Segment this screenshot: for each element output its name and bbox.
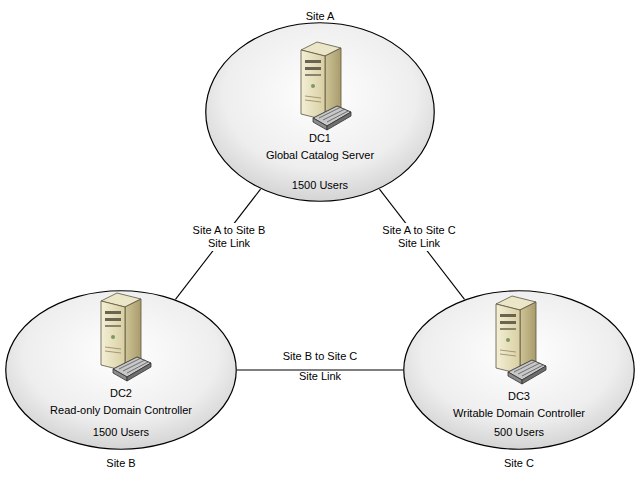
user-count: 500 Users: [403, 426, 635, 439]
ellipse-shape: [6, 291, 237, 450]
site-link-label: Site A to Site C Site Link: [371, 223, 467, 251]
site-link-label: Site B to Site C Site Link: [270, 345, 370, 387]
ellipse-shape: [206, 23, 435, 202]
server-name: DC3: [403, 390, 635, 403]
site-name: Site C: [403, 457, 635, 470]
site-name: Site A: [205, 10, 435, 23]
server-icon: [287, 40, 353, 132]
server-name: DC2: [5, 387, 237, 400]
server-role: Writable Domain Controller: [403, 407, 635, 420]
server-icon: [482, 294, 548, 386]
server-role: Global Catalog Server: [205, 149, 435, 162]
site-link-label: Site A to Site B Site Link: [181, 223, 277, 251]
site-name: Site B: [5, 457, 237, 470]
user-count: 1500 Users: [5, 426, 237, 439]
server-icon: [87, 291, 153, 383]
server-role: Read-only Domain Controller: [5, 404, 237, 417]
server-name: DC1: [205, 132, 435, 145]
ellipse-shape: [404, 291, 635, 450]
user-count: 1500 Users: [205, 179, 435, 192]
